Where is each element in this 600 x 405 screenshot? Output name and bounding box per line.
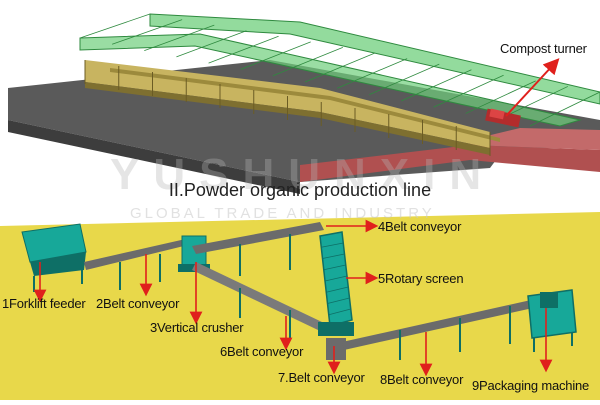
roof-panel-back bbox=[149, 13, 600, 105]
powder-line-scene bbox=[0, 212, 600, 400]
roof-rib bbox=[369, 63, 440, 95]
rotary-screen-machine bbox=[318, 231, 354, 336]
roof-rib bbox=[79, 13, 151, 39]
roof-rib bbox=[112, 19, 183, 45]
label-belt-conveyor-2: 2Belt conveyor bbox=[96, 296, 180, 311]
screen-ring bbox=[324, 275, 348, 282]
roof-rib bbox=[433, 74, 504, 108]
roof-rib bbox=[272, 47, 344, 77]
forklift-feeder-machine bbox=[21, 223, 87, 292]
label-vertical-crusher: 3Vertical crusher bbox=[150, 320, 244, 335]
label-packaging-machine: 9Packaging machine bbox=[472, 378, 590, 393]
screen-ring bbox=[323, 264, 346, 271]
roof-rib bbox=[240, 41, 311, 70]
diagram-caption: II.Powder organic production line bbox=[168, 180, 432, 200]
screen-ring bbox=[327, 297, 350, 304]
packaging-machine-unit bbox=[527, 289, 577, 352]
label-rotary-screen: 5Rotary screen bbox=[378, 271, 464, 286]
belt-conveyor-7-machine bbox=[326, 338, 346, 360]
screen-ring bbox=[322, 253, 345, 259]
compost-turner-arrow bbox=[505, 58, 560, 117]
label-forklift-feeder: 1Forklift feeder bbox=[2, 296, 86, 311]
label-belt-conveyor-8: 8Belt conveyor bbox=[380, 372, 464, 387]
belt-conveyor-4-machine bbox=[192, 222, 324, 276]
roof-panel-front bbox=[79, 33, 582, 127]
belt-conveyor-2-machine bbox=[84, 238, 192, 290]
roof-rib bbox=[336, 58, 408, 89]
workshop-floor bbox=[0, 212, 600, 400]
screen-ring bbox=[321, 242, 344, 248]
red-ramp bbox=[470, 128, 600, 150]
belt-conveyor-6-machine bbox=[192, 262, 322, 338]
red-foundation-wall bbox=[300, 145, 600, 182]
roof-rib bbox=[529, 91, 600, 127]
watermark-tagline: GLOBAL TRADE AND INDUSTRY bbox=[130, 205, 435, 222]
roof-rib bbox=[304, 52, 376, 83]
label-belt-conveyor-7: 7.Belt conveyor bbox=[278, 370, 365, 385]
bay-dividers bbox=[84, 60, 491, 156]
roof-ribs bbox=[79, 13, 600, 127]
roof-rib bbox=[465, 80, 536, 114]
roof-rib bbox=[401, 69, 472, 102]
screen-ring bbox=[328, 308, 351, 316]
rotary-screen-rings bbox=[321, 242, 351, 316]
composting-shed-scene bbox=[8, 13, 600, 194]
screen-ring bbox=[326, 286, 349, 293]
belt-conveyor-8-machine bbox=[342, 298, 542, 360]
ground-slab-side bbox=[8, 120, 300, 194]
roof-rib bbox=[176, 30, 247, 58]
label-compost-turner: Compost turner bbox=[500, 41, 587, 56]
label-belt-conveyor-4: 4Belt conveyor bbox=[378, 219, 462, 234]
roof-rib bbox=[144, 24, 215, 51]
compost-turner-machine bbox=[485, 108, 521, 128]
label-belt-conveyor-6: 6Belt conveyor bbox=[220, 344, 304, 359]
roof-rib bbox=[208, 35, 279, 64]
watermark-brand: YUSHUNXIN bbox=[110, 150, 496, 199]
callout-arrows bbox=[33, 219, 553, 377]
